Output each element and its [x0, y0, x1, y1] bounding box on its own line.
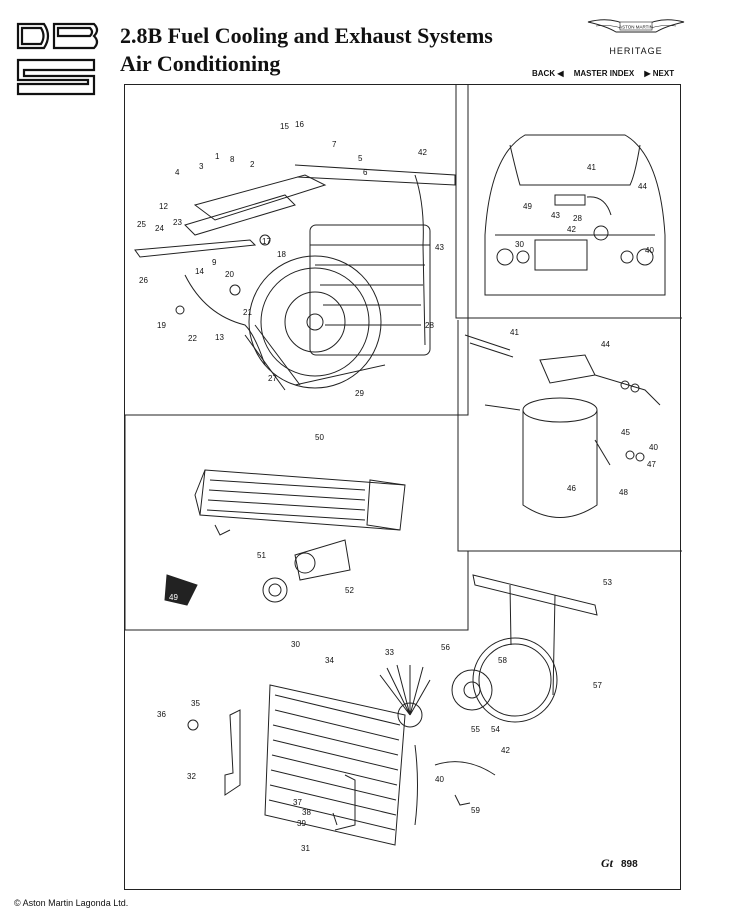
- label-49-evaporator: 49: [169, 593, 178, 602]
- ref-code-number: 898: [621, 859, 638, 870]
- label-6: 6: [363, 168, 368, 177]
- label-44-receiver: 44: [601, 340, 610, 349]
- label-21: 21: [243, 308, 252, 317]
- evaporator-illustration: [164, 469, 406, 606]
- label-33: 33: [385, 648, 394, 657]
- panel-border-evaporator: [124, 415, 469, 631]
- label-31: 31: [301, 844, 310, 853]
- master-index-link[interactable]: MASTER INDEX: [573, 69, 635, 78]
- label-42: 42: [418, 148, 427, 157]
- dbs-logo: [14, 20, 100, 98]
- evaporator-labels: 50 51 52 49: [169, 433, 354, 602]
- label-39: 39: [297, 819, 306, 828]
- label-18: 18: [277, 250, 286, 259]
- label-40-car: 40: [645, 246, 654, 255]
- label-56: 56: [441, 643, 450, 652]
- label-22: 22: [188, 334, 197, 343]
- label-25: 25: [137, 220, 146, 229]
- label-28-car: 28: [573, 214, 582, 223]
- exploded-diagram: 15 16 7 5 6 42 4 3 1 8 2 12 23 24 25 17 …: [124, 84, 682, 890]
- condenser-labels: 53 30 33 34 56 58 57 35 36 55 54 42 32 4…: [157, 578, 612, 853]
- label-30-car: 30: [515, 240, 524, 249]
- label-41-car: 41: [587, 163, 596, 172]
- label-40-receiver: 40: [649, 443, 658, 452]
- label-30: 30: [291, 640, 300, 649]
- aston-martin-wings-logo: ASTON MARTIN: [587, 19, 685, 33]
- label-4: 4: [175, 168, 180, 177]
- label-7: 7: [332, 140, 337, 149]
- label-20: 20: [225, 270, 234, 279]
- panel-border-car: [455, 85, 682, 319]
- label-53: 53: [603, 578, 612, 587]
- label-34: 34: [325, 656, 334, 665]
- label-28: 28: [425, 321, 434, 330]
- label-58: 58: [498, 656, 507, 665]
- label-43-car: 43: [551, 211, 560, 220]
- panel-border-compressor: [125, 85, 469, 416]
- label-12: 12: [159, 202, 168, 211]
- label-5: 5: [358, 154, 363, 163]
- svg-text:Gt: Gt: [601, 856, 614, 870]
- label-13: 13: [215, 333, 224, 342]
- label-17: 17: [262, 237, 271, 246]
- label-48-receiver: 48: [619, 488, 628, 497]
- label-42-car: 42: [567, 225, 576, 234]
- label-47-receiver: 47: [647, 460, 656, 469]
- car-labels: 41 44 49 43 28 42 30 40: [515, 163, 654, 255]
- navigation-bar: BACK ◀ MASTER INDEX ▶ NEXT: [532, 69, 682, 78]
- label-23: 23: [173, 218, 182, 227]
- page-title: 2.8B Fuel Cooling and Exhaust Systems Ai…: [120, 22, 493, 78]
- aston-martin-brand: ASTON MARTIN HERITAGE: [586, 12, 686, 62]
- compressor-illustration: [134, 164, 456, 391]
- label-35: 35: [191, 699, 200, 708]
- label-42-condenser: 42: [501, 746, 510, 755]
- back-link[interactable]: BACK ◀: [532, 69, 564, 78]
- label-26: 26: [139, 276, 148, 285]
- label-37: 37: [293, 798, 302, 807]
- label-14: 14: [195, 267, 204, 276]
- label-46-receiver: 46: [567, 484, 576, 493]
- label-16: 16: [295, 120, 304, 129]
- label-36: 36: [157, 710, 166, 719]
- label-41-receiver: 41: [510, 328, 519, 337]
- label-51: 51: [257, 551, 266, 560]
- title-line-2: Air Conditioning: [120, 51, 281, 76]
- label-8: 8: [230, 155, 235, 164]
- label-38: 38: [302, 808, 311, 817]
- compressor-labels: 15 16 7 5 6 42 4 3 1 8 2 12 23 24 25 17 …: [137, 120, 444, 398]
- label-54: 54: [491, 725, 500, 734]
- label-52: 52: [345, 586, 354, 595]
- label-2: 2: [250, 160, 255, 169]
- brand-logo-text: ASTON MARTIN: [619, 25, 653, 30]
- label-19: 19: [157, 321, 166, 330]
- receiver-labels: 41 44 45 40 47 46 48: [510, 328, 658, 497]
- label-55: 55: [471, 725, 480, 734]
- copyright-notice: © Aston Martin Lagonda Ltd.: [14, 898, 129, 908]
- diagram-svg: 15 16 7 5 6 42 4 3 1 8 2 12 23 24 25 17 …: [124, 85, 682, 870]
- car-front-illustration: [484, 134, 666, 296]
- label-29: 29: [355, 389, 364, 398]
- condenser-illustration: [187, 574, 598, 846]
- label-49-car: 49: [523, 202, 532, 211]
- label-43: 43: [435, 243, 444, 252]
- label-40-condenser: 40: [435, 775, 444, 784]
- label-24: 24: [155, 224, 164, 233]
- label-27: 27: [268, 374, 277, 383]
- label-44-car: 44: [638, 182, 647, 191]
- label-3: 3: [199, 162, 204, 171]
- label-32: 32: [187, 772, 196, 781]
- label-50: 50: [315, 433, 324, 442]
- label-45-receiver: 45: [621, 428, 630, 437]
- next-link[interactable]: ▶ NEXT: [644, 69, 675, 78]
- label-1: 1: [215, 152, 220, 161]
- reference-code: Gt 898: [601, 856, 638, 870]
- label-9: 9: [212, 258, 217, 267]
- receiver-drier-illustration: [464, 334, 661, 518]
- title-line-1: 2.8B Fuel Cooling and Exhaust Systems: [120, 23, 493, 48]
- label-59: 59: [471, 806, 480, 815]
- heritage-label: HERITAGE: [609, 46, 663, 56]
- label-57: 57: [593, 681, 602, 690]
- label-15: 15: [280, 122, 289, 131]
